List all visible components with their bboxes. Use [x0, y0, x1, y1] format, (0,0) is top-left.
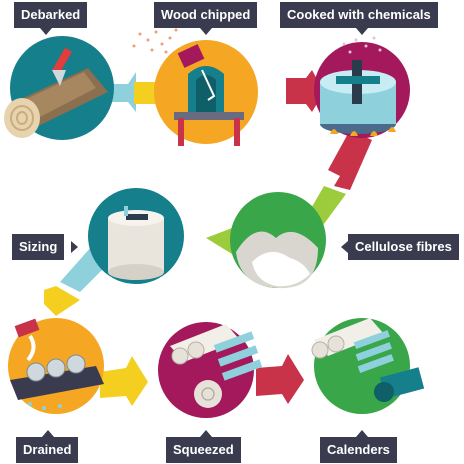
step-debarked-illustration: [4, 36, 114, 140]
label-wood-chipped: Wood chipped: [154, 2, 258, 28]
label-squeezed: Squeezed: [166, 437, 241, 463]
label-drained: Drained: [16, 437, 79, 463]
label-calenders: Calenders: [320, 437, 397, 463]
arrow-cooked-to-cellulose-2: [328, 130, 372, 190]
label-drained-pointer: [42, 430, 54, 437]
arrow-drained-to-squeezed: [100, 356, 148, 406]
arrow-sizing-to-drained-2: [44, 286, 80, 316]
label-wood-chipped-pointer: [200, 28, 212, 35]
arrow-cellulose-to-sizing-2: [206, 228, 238, 254]
step-calenders-illustration: [311, 318, 425, 414]
label-debarked: Debarked: [14, 2, 88, 28]
label-squeezed-pointer: [200, 430, 212, 437]
step-drained-illustration: [8, 318, 104, 414]
label-calenders-pointer: [356, 430, 368, 437]
label-debarked-pointer: [40, 28, 52, 35]
label-sizing-pointer: [71, 241, 78, 253]
arrow-squeezed-to-calenders: [256, 354, 304, 404]
label-cooked-pointer: [356, 28, 368, 35]
step-cooked-illustration: [314, 36, 410, 138]
step-squeezed-illustration: [158, 322, 263, 418]
label-sizing: Sizing: [12, 234, 65, 260]
label-cellulose-pointer: [341, 241, 348, 253]
label-cooked-with-chemicals: Cooked with chemicals: [280, 2, 438, 28]
step-sizing-illustration: [88, 188, 184, 284]
step-cellulose-illustration: [230, 192, 326, 289]
arrow-cooked-to-cellulose-1: [286, 70, 324, 112]
step-wood-chipped-illustration: [132, 28, 258, 146]
label-cellulose-fibres: Cellulose fibres: [348, 234, 459, 260]
